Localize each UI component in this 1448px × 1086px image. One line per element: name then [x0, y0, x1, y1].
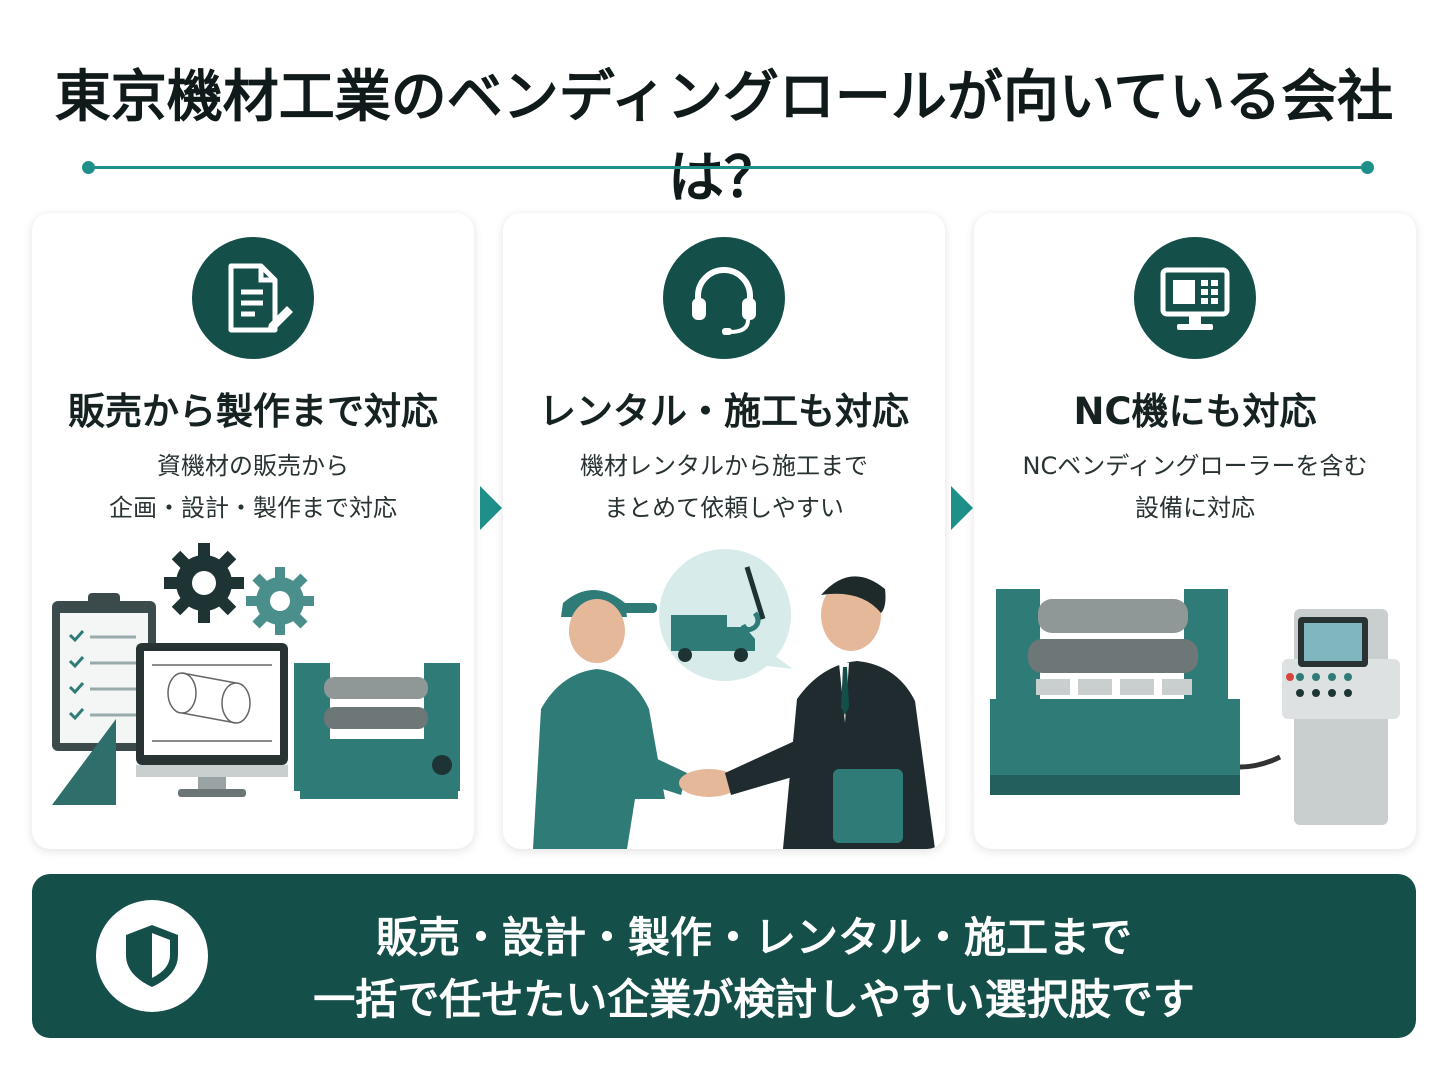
title-divider: [82, 161, 1374, 174]
arrow-right-icon: [480, 486, 502, 530]
feature-card-nc: NC機にも対応 NCベンディングローラーを含む 設備に対応: [974, 213, 1416, 849]
arrow-right-icon: [951, 486, 973, 530]
banner-text-line1: 販売・設計・製作・レンタル・施工まで: [375, 913, 1132, 962]
card-heading: レンタル・施工も対応: [539, 390, 909, 433]
card-description: NCベンディングローラーを含む 設備に対応: [1022, 452, 1368, 522]
feature-card-sales: 販売から製作まで対応 資機材の販売から 企画・設計・製作まで対応: [32, 213, 474, 849]
nc-machine-illustration: [990, 589, 1400, 825]
card-heading: NC機にも対応: [1073, 390, 1317, 433]
feature-card-rental: レンタル・施工も対応 機材レンタルから施工まで まとめて依頼しやすい: [503, 213, 945, 849]
design-illustration: [52, 543, 460, 805]
card-description: 資機材の販売から 企画・設計・製作まで対応: [109, 452, 397, 522]
banner-text-line2: 一括で任せたい企業が検討しやすい選択肢です: [313, 975, 1195, 1024]
handshake-illustration: [533, 549, 935, 849]
card-heading: 販売から製作まで対応: [68, 390, 438, 433]
monitor-icon: [1134, 237, 1256, 359]
summary-banner: 販売・設計・製作・レンタル・施工まで 一括で任せたい企業が検討しやすい選択肢です: [32, 874, 1416, 1038]
shield-icon: [96, 900, 208, 1012]
card-description: 機材レンタルから施工まで まとめて依頼しやすい: [580, 452, 868, 522]
headset-icon: [663, 237, 785, 359]
document-edit-icon: [192, 237, 314, 359]
page-title: 東京機材工業のベンディングロールが向いている会社は？: [54, 65, 1394, 211]
